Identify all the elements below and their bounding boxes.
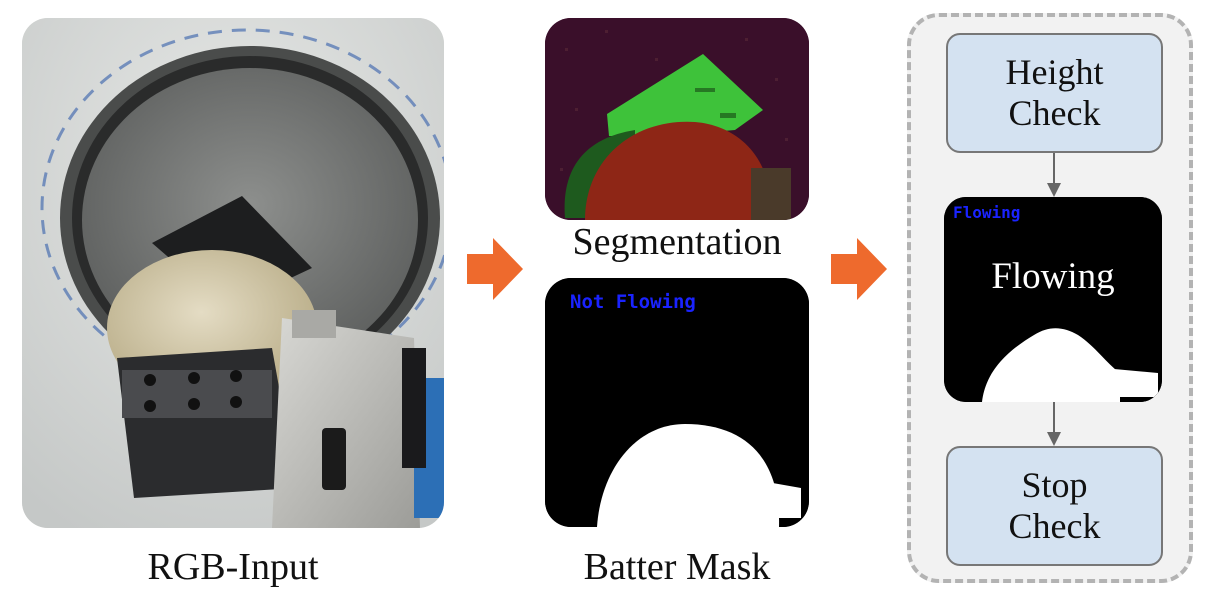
rgb-input-image [22, 18, 444, 528]
caption-batter-mask: Batter Mask [583, 546, 771, 588]
caption-segmentation: Segmentation [572, 221, 782, 263]
arrow-right-icon [831, 238, 887, 300]
batter-mask-image [545, 278, 809, 527]
arrow-right-icon [467, 238, 523, 300]
flow-overlay-text: Flowing [953, 203, 1021, 222]
flowing-mask-drawing [944, 197, 1162, 402]
segmentation-image [545, 18, 809, 220]
mask-status-text: Not Flowing [570, 291, 696, 313]
segmentation-drawing [545, 18, 809, 220]
arrow-down-icon [1047, 402, 1061, 446]
stop-check-box: Stop Check [946, 446, 1163, 566]
arrow-down-icon [1047, 153, 1061, 197]
caption-rgb-input: RGB-Input [147, 546, 319, 588]
flow-state-label: Flowing [991, 256, 1115, 297]
flowing-mask-image [944, 197, 1162, 402]
batter-mask-drawing [545, 278, 809, 527]
rgb-photo-drawing [22, 18, 444, 528]
height-check-box: Height Check [946, 33, 1163, 153]
